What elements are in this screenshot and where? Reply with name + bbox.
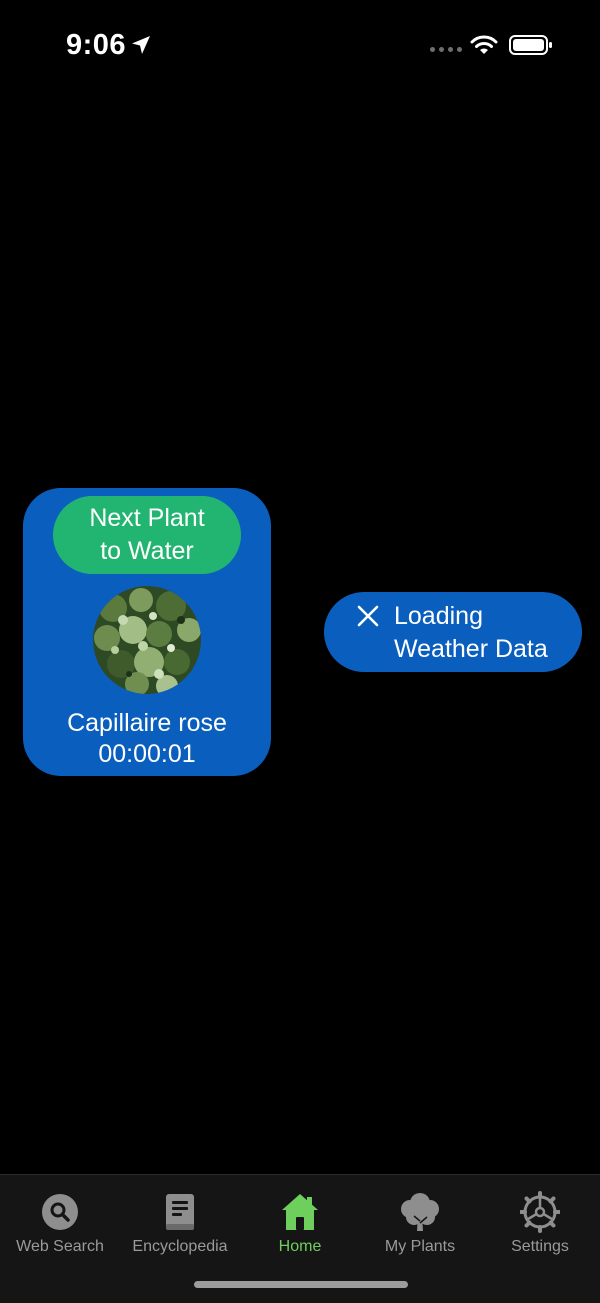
tab-my-plants[interactable]: My Plants	[360, 1183, 480, 1263]
cellular-signal-icon	[430, 47, 462, 52]
tab-label: Settings	[511, 1238, 569, 1255]
tab-home[interactable]: Home	[240, 1183, 360, 1263]
tree-icon	[401, 1193, 439, 1231]
plant-photo	[93, 586, 201, 694]
close-icon	[357, 605, 379, 627]
status-bar: 9:06	[0, 0, 600, 90]
weather-status-label: Loading Weather Data	[394, 602, 548, 663]
next-plant-header: Next Plant to Water	[53, 496, 241, 574]
weather-status-pill[interactable]: Loading Weather Data	[324, 592, 582, 672]
watering-timer: 00:00:01	[98, 740, 196, 768]
tab-web-search[interactable]: Web Search	[0, 1183, 120, 1263]
tab-label: Web Search	[16, 1238, 104, 1255]
tab-label: Encyclopedia	[132, 1238, 228, 1255]
plant-name: Capillaire rose	[67, 709, 227, 737]
battery-icon	[509, 35, 552, 55]
tab-label: Home	[278, 1238, 322, 1255]
home-indicator[interactable]	[194, 1281, 408, 1288]
book-icon	[166, 1194, 194, 1230]
tab-encyclopedia[interactable]: Encyclopedia	[120, 1183, 240, 1263]
tab-settings[interactable]: Settings	[480, 1183, 600, 1263]
gear-icon	[520, 1191, 560, 1233]
location-arrow-icon	[132, 36, 150, 54]
wifi-icon	[470, 35, 498, 54]
status-time: 9:06	[66, 29, 127, 61]
house-icon	[282, 1194, 318, 1230]
magnifier-icon	[42, 1194, 78, 1230]
next-plant-card[interactable]: Next Plant to Water Capillaire rose	[23, 488, 271, 776]
tab-label: My Plants	[384, 1238, 456, 1255]
